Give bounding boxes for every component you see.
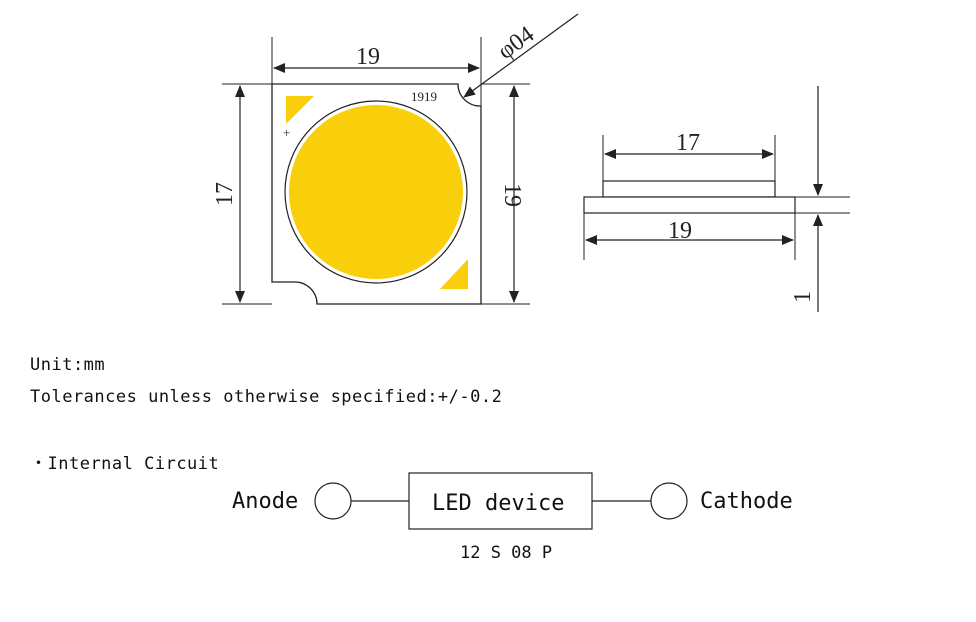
- series-parallel-configuration: 12 S 08 P: [460, 543, 552, 563]
- anode-pad-triangle: [286, 96, 314, 124]
- right-height-dimension-label: 19: [499, 183, 525, 207]
- side-base-layer: [583, 196, 796, 214]
- led-device-label: LED device: [432, 491, 564, 516]
- anode-terminal: [314, 482, 352, 520]
- internal-circuit: Anode LED device Cathode 12 S 08 P: [232, 472, 793, 563]
- cathode-pad-triangle: [440, 259, 468, 289]
- anode-label: Anode: [232, 489, 298, 514]
- hole-leader-line: [463, 13, 579, 98]
- width-dimension-label: 19: [356, 44, 380, 70]
- side-view: 17 19 1: [583, 86, 850, 312]
- part-marking: 1919: [411, 89, 437, 104]
- unit-note: Unit:mm: [30, 355, 106, 375]
- cathode-label: Cathode: [700, 489, 793, 514]
- tolerance-note: Tolerances unless otherwise specified:+/…: [30, 387, 503, 407]
- thickness-label: 1: [790, 291, 816, 303]
- side-base-width-label: 19: [668, 218, 692, 244]
- top-view: + 1919 19 17 19 φ04: [212, 13, 579, 305]
- left-height-dimension-label: 17: [212, 182, 238, 206]
- internal-circuit-title: ・Internal Circuit: [30, 454, 220, 474]
- hole-diameter-label: φ04: [493, 22, 539, 65]
- cathode-terminal: [650, 482, 688, 520]
- plus-mark: +: [283, 125, 290, 140]
- phosphor-fill: [289, 105, 463, 279]
- side-top-width-label: 17: [676, 130, 700, 156]
- side-top-layer: [602, 180, 776, 198]
- led-device-box: [408, 472, 593, 530]
